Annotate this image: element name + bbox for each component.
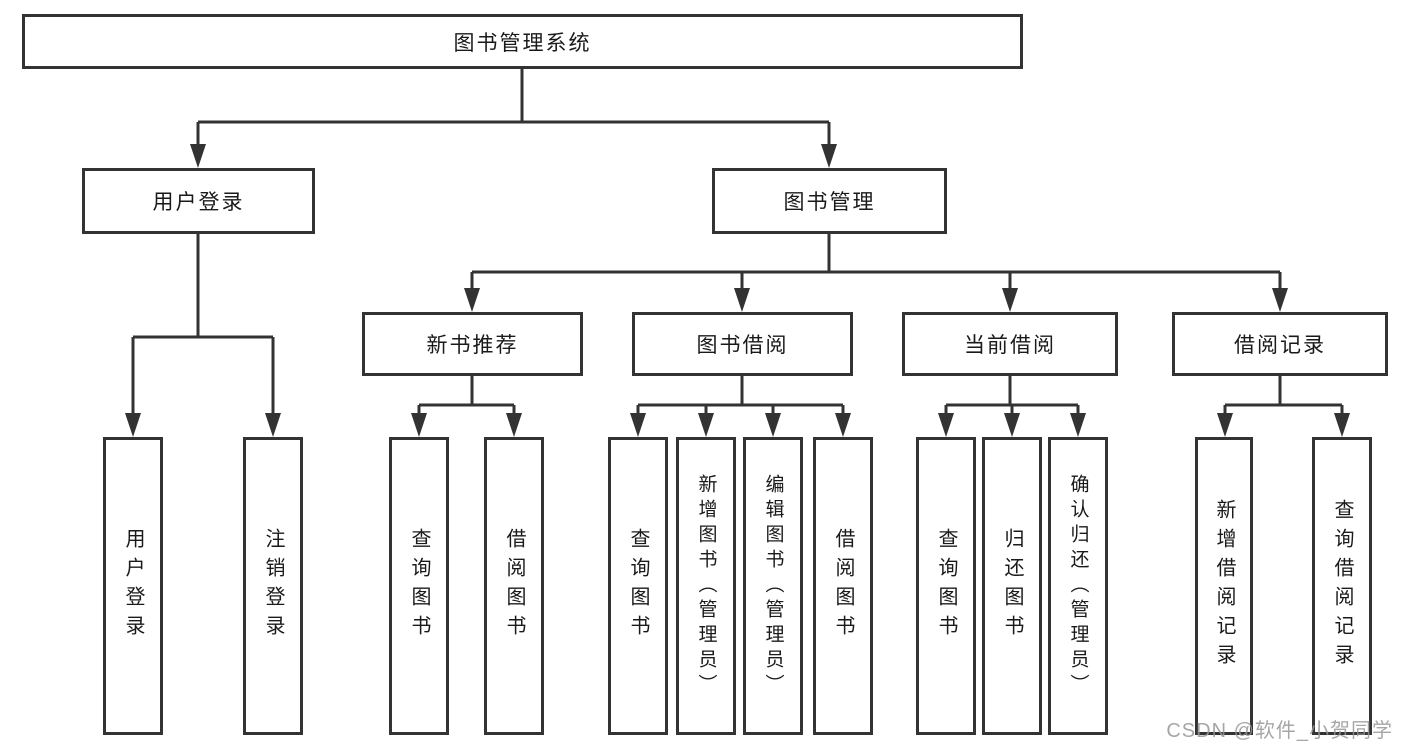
node-user-login: 用户登录 [82, 168, 315, 234]
connector-bookmgmt-to-level3 [470, 233, 1282, 290]
arrow-down-icon [765, 413, 781, 437]
arrow-down-icon [1002, 288, 1018, 312]
arrow-down-icon [1070, 413, 1086, 437]
arrow-down-icon [411, 413, 427, 437]
arrow-down-icon [821, 144, 837, 168]
leaf-logout: 注销登录 [243, 437, 303, 735]
node-book-management: 图书管理 [712, 168, 947, 234]
leaf-newbook-query-books: 查询图书 [389, 437, 449, 735]
node-root: 图书管理系统 [22, 14, 1023, 69]
arrow-down-icon [1272, 288, 1288, 312]
arrow-down-icon [698, 413, 714, 437]
connector-newbook-to-leaves [417, 375, 516, 415]
node-new-book-recommend: 新书推荐 [362, 312, 583, 376]
leaf-borrow-borrow-books: 借阅图书 [813, 437, 873, 735]
node-current-borrow: 当前借阅 [902, 312, 1118, 376]
arrow-down-icon [265, 413, 281, 437]
leaf-records-query-record: 查询借阅记录 [1312, 437, 1372, 735]
connector-userlogin-to-leaves [131, 233, 275, 415]
watermark: CSDN @软件_小贺同学 [1166, 720, 1393, 742]
leaf-current-confirm-return-admin: 确认归还（管理员） [1048, 437, 1108, 735]
connector-records-to-leaves [1223, 375, 1344, 415]
arrow-down-icon [1334, 413, 1350, 437]
leaf-current-query-books: 查询图书 [916, 437, 976, 735]
arrow-down-icon [938, 413, 954, 437]
arrow-down-icon [506, 413, 522, 437]
arrow-down-icon [1004, 413, 1020, 437]
arrow-down-icon [1217, 413, 1233, 437]
arrowheads [125, 144, 1350, 437]
leaf-newbook-borrow-books: 借阅图书 [484, 437, 544, 735]
leaf-borrow-query-books: 查询图书 [608, 437, 668, 735]
arrow-down-icon [835, 413, 851, 437]
arrow-down-icon [464, 288, 480, 312]
node-borrow-records: 借阅记录 [1172, 312, 1388, 376]
arrow-down-icon [190, 144, 206, 168]
leaf-borrow-add-books-admin: 新增图书（管理员） [676, 437, 736, 735]
connector-currentborrow-to-leaves [944, 375, 1080, 415]
arrow-down-icon [125, 413, 141, 437]
node-book-borrow: 图书借阅 [632, 312, 853, 376]
leaf-records-add-record: 新增借阅记录 [1195, 437, 1253, 735]
arrow-down-icon [734, 288, 750, 312]
arrow-down-icon [630, 413, 646, 437]
connector-lines [131, 68, 1344, 415]
leaf-borrow-edit-books-admin: 编辑图书（管理员） [743, 437, 803, 735]
leaf-user-login: 用户登录 [103, 437, 163, 735]
connector-root-to-level2 [196, 68, 831, 146]
connector-bookborrow-to-leaves [636, 375, 845, 415]
leaf-current-return-books: 归还图书 [982, 437, 1042, 735]
